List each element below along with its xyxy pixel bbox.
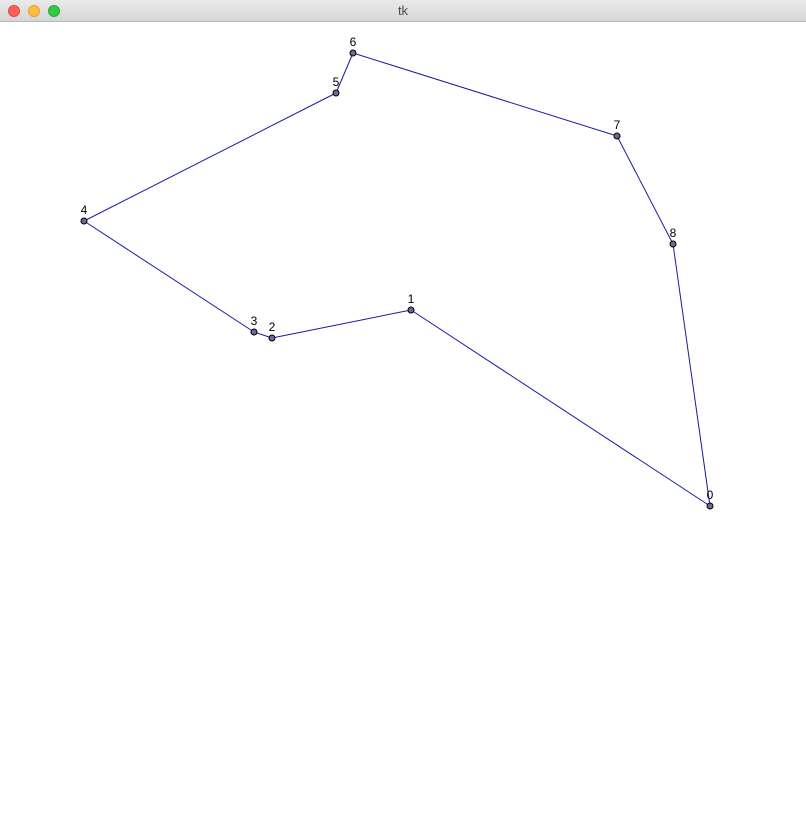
- point-label-6: 6: [350, 35, 357, 49]
- edge-4-5: [83, 92, 337, 222]
- edge-5-6: [335, 52, 354, 94]
- point-label-1: 1: [408, 292, 415, 306]
- edge-7-8: [616, 135, 674, 245]
- zoom-icon[interactable]: [48, 5, 60, 17]
- edge-6-7: [352, 52, 618, 137]
- edge-0-1: [410, 309, 711, 507]
- point-5[interactable]: [332, 89, 340, 97]
- point-4[interactable]: [80, 217, 88, 225]
- point-label-5: 5: [333, 75, 340, 89]
- minimize-icon[interactable]: [28, 5, 40, 17]
- point-label-0: 0: [707, 488, 714, 502]
- point-label-3: 3: [251, 314, 258, 328]
- point-3[interactable]: [250, 328, 258, 336]
- point-2[interactable]: [268, 334, 276, 342]
- edge-8-0: [672, 243, 711, 507]
- point-label-7: 7: [614, 118, 621, 132]
- point-label-4: 4: [81, 203, 88, 217]
- point-6[interactable]: [349, 49, 357, 57]
- polygon-nodes: [80, 49, 714, 510]
- edge-3-4: [83, 220, 255, 333]
- edge-1-2: [271, 309, 412, 339]
- point-1[interactable]: [407, 306, 415, 314]
- title-bar[interactable]: tk: [0, 0, 806, 22]
- point-label-2: 2: [269, 320, 276, 334]
- point-8[interactable]: [669, 240, 677, 248]
- point-0[interactable]: [706, 502, 714, 510]
- point-label-8: 8: [670, 226, 677, 240]
- window-title: tk: [397, 3, 409, 18]
- close-icon[interactable]: [8, 5, 20, 17]
- point-7[interactable]: [613, 132, 621, 140]
